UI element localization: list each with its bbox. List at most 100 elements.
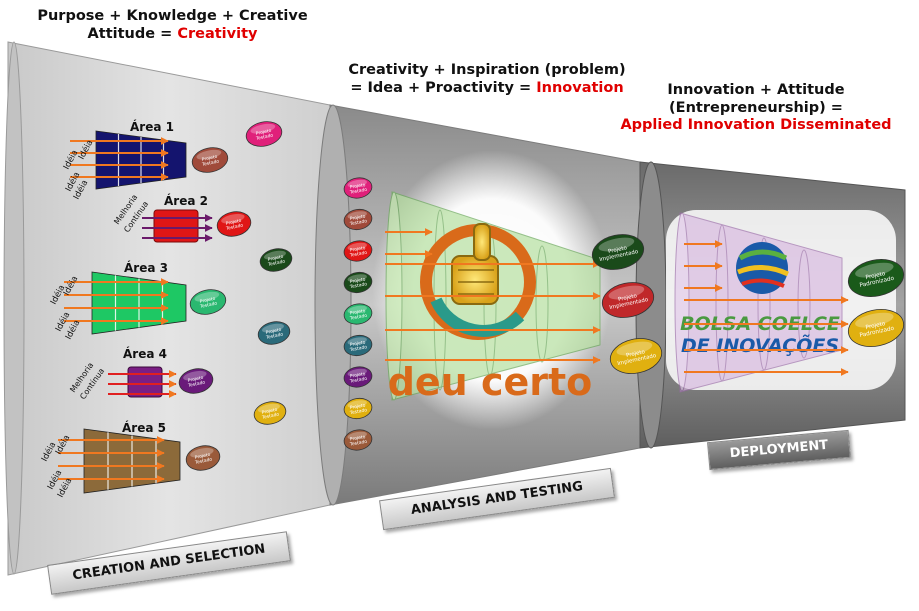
- column-project-oval-shape: [343, 303, 373, 325]
- area3-project-oval-shine: [194, 291, 220, 302]
- implemented-project-oval-label-projeto: Projeto: [608, 245, 628, 255]
- column-project-oval-label-projeto: Projeto: [349, 245, 366, 254]
- column-project-oval-shine: [347, 368, 367, 377]
- area4-box: [127, 366, 163, 398]
- column-project-oval-shape: [343, 240, 373, 262]
- standardized-project-oval-shine: [855, 312, 894, 328]
- project-oval-gold-label-status: Testado: [261, 411, 280, 421]
- column-project-oval-shine: [347, 305, 367, 314]
- column-project-oval-shine: [347, 274, 367, 282]
- area1-project-oval-shape: [191, 147, 229, 173]
- area5-project-oval-shape: [185, 445, 221, 471]
- caption-creativity: Purpose + Knowledge + Creative Attitude …: [20, 8, 325, 43]
- project-oval-pink-label-status: Testado: [255, 132, 274, 142]
- column-project-oval-label-status: Testado: [349, 313, 368, 322]
- caption-applied-line1: Innovation + Attitude: [667, 82, 845, 98]
- column-project-oval-shape: [343, 366, 373, 388]
- column-project-oval-label-projeto: Projeto: [349, 213, 366, 222]
- deployment-cone: [674, 212, 843, 393]
- column-project-oval-shine: [347, 400, 367, 408]
- implemented-project-oval-shine: [598, 237, 635, 252]
- column-project-oval-label-projeto: Projeto: [349, 308, 366, 317]
- standardized-project-oval-label-projeto: Projeto: [865, 321, 886, 331]
- caption-innovation-prefix: = Idea + Proactivity =: [350, 79, 537, 96]
- caption-creativity-line1: Purpose + Knowledge + Creative: [37, 8, 308, 24]
- caption-innovation: Creativity + Inspiration (problem) = Ide…: [328, 62, 646, 97]
- column-project-oval-label-status: Testado: [349, 407, 368, 416]
- project-oval-gold-shape: [253, 401, 287, 425]
- implemented-project-oval-shine: [616, 341, 653, 356]
- caption-innovation-highlight: Innovation: [536, 79, 624, 96]
- area2-project-oval-label-projeto: Projeto: [225, 218, 242, 227]
- project-oval-teal-label-status: Testado: [265, 331, 284, 341]
- area4-project-oval-label-status: Testado: [187, 379, 206, 389]
- area3-project-oval-label-status: Testado: [199, 300, 218, 310]
- column-project-oval-label-status: Testado: [349, 218, 368, 227]
- project-oval-pink-shine: [250, 123, 276, 134]
- area5-title: Área 5: [122, 420, 166, 435]
- caption-creativity-prefix: Attitude =: [87, 25, 178, 42]
- project-oval-teal-shape: [257, 321, 291, 345]
- column-project-oval-label-projeto: Projeto: [349, 434, 366, 443]
- area1-title: Área 1: [130, 119, 174, 134]
- standardized-project-oval-shine: [855, 262, 894, 278]
- area3-project-oval-shape: [189, 289, 227, 315]
- area2-project-oval-shine: [221, 213, 245, 224]
- column-project-oval-shine: [347, 242, 367, 251]
- column-project-oval-shape: [343, 334, 373, 357]
- area5-project-oval-label-status: Testado: [194, 456, 213, 466]
- column-project-oval-shape: [343, 429, 373, 451]
- implemented-project-oval-shape: [601, 282, 655, 318]
- area1-project-oval-label-projeto: Projeto: [201, 154, 218, 163]
- project-oval-teal-shine: [261, 323, 284, 333]
- area4-project-oval-shine: [183, 370, 207, 381]
- deu-certo-text: deu certo: [388, 360, 593, 404]
- column-project-oval-label-status: Testado: [349, 439, 368, 448]
- column-project-oval-label-projeto: Projeto: [349, 339, 366, 348]
- project-oval-darkgreen-label-projeto: Projeto: [267, 254, 284, 263]
- area5-project-oval-shine: [190, 447, 214, 458]
- column-project-oval-label-projeto: Projeto: [349, 276, 366, 285]
- area4-title: Área 4: [123, 346, 167, 361]
- area5-project-oval-label-projeto: Projeto: [194, 452, 211, 461]
- area1-project-oval-label-status: Testado: [201, 158, 220, 168]
- caption-innovation-line2: = Idea + Proactivity = Innovation: [328, 80, 646, 98]
- column-project-oval-label-status: Testado: [349, 187, 368, 196]
- caption-creativity-highlight: Creativity: [177, 25, 258, 42]
- caption-creativity-line2: Attitude = Creativity: [20, 26, 325, 44]
- caption-innovation-line1: Creativity + Inspiration (problem): [348, 62, 626, 78]
- area2-project-oval-shape: [216, 211, 252, 237]
- implemented-project-oval-label-projeto: Projeto: [626, 349, 646, 359]
- standardized-project-oval-shape: [847, 309, 905, 347]
- project-oval-pink-shape: [245, 121, 283, 147]
- area4-project-oval-shape: [178, 368, 214, 394]
- implemented-project-oval-shape: [591, 234, 645, 270]
- caption-applied-line2: (Entrepreneurship) =: [669, 99, 843, 116]
- area3-title: Área 3: [124, 260, 168, 275]
- project-oval-gold-label-projeto: Projeto: [261, 407, 278, 416]
- project-oval-darkgreen-shape: [259, 248, 293, 272]
- bolsa-coelce-logo: BOLSA COELCE DE INOVAÇÕES: [680, 242, 840, 357]
- column-project-oval-label-status: Testado: [349, 250, 368, 259]
- column-project-oval-shape: [343, 208, 373, 231]
- project-oval-gold-shine: [257, 403, 280, 413]
- column-project-oval-label-status: Testado: [349, 281, 368, 290]
